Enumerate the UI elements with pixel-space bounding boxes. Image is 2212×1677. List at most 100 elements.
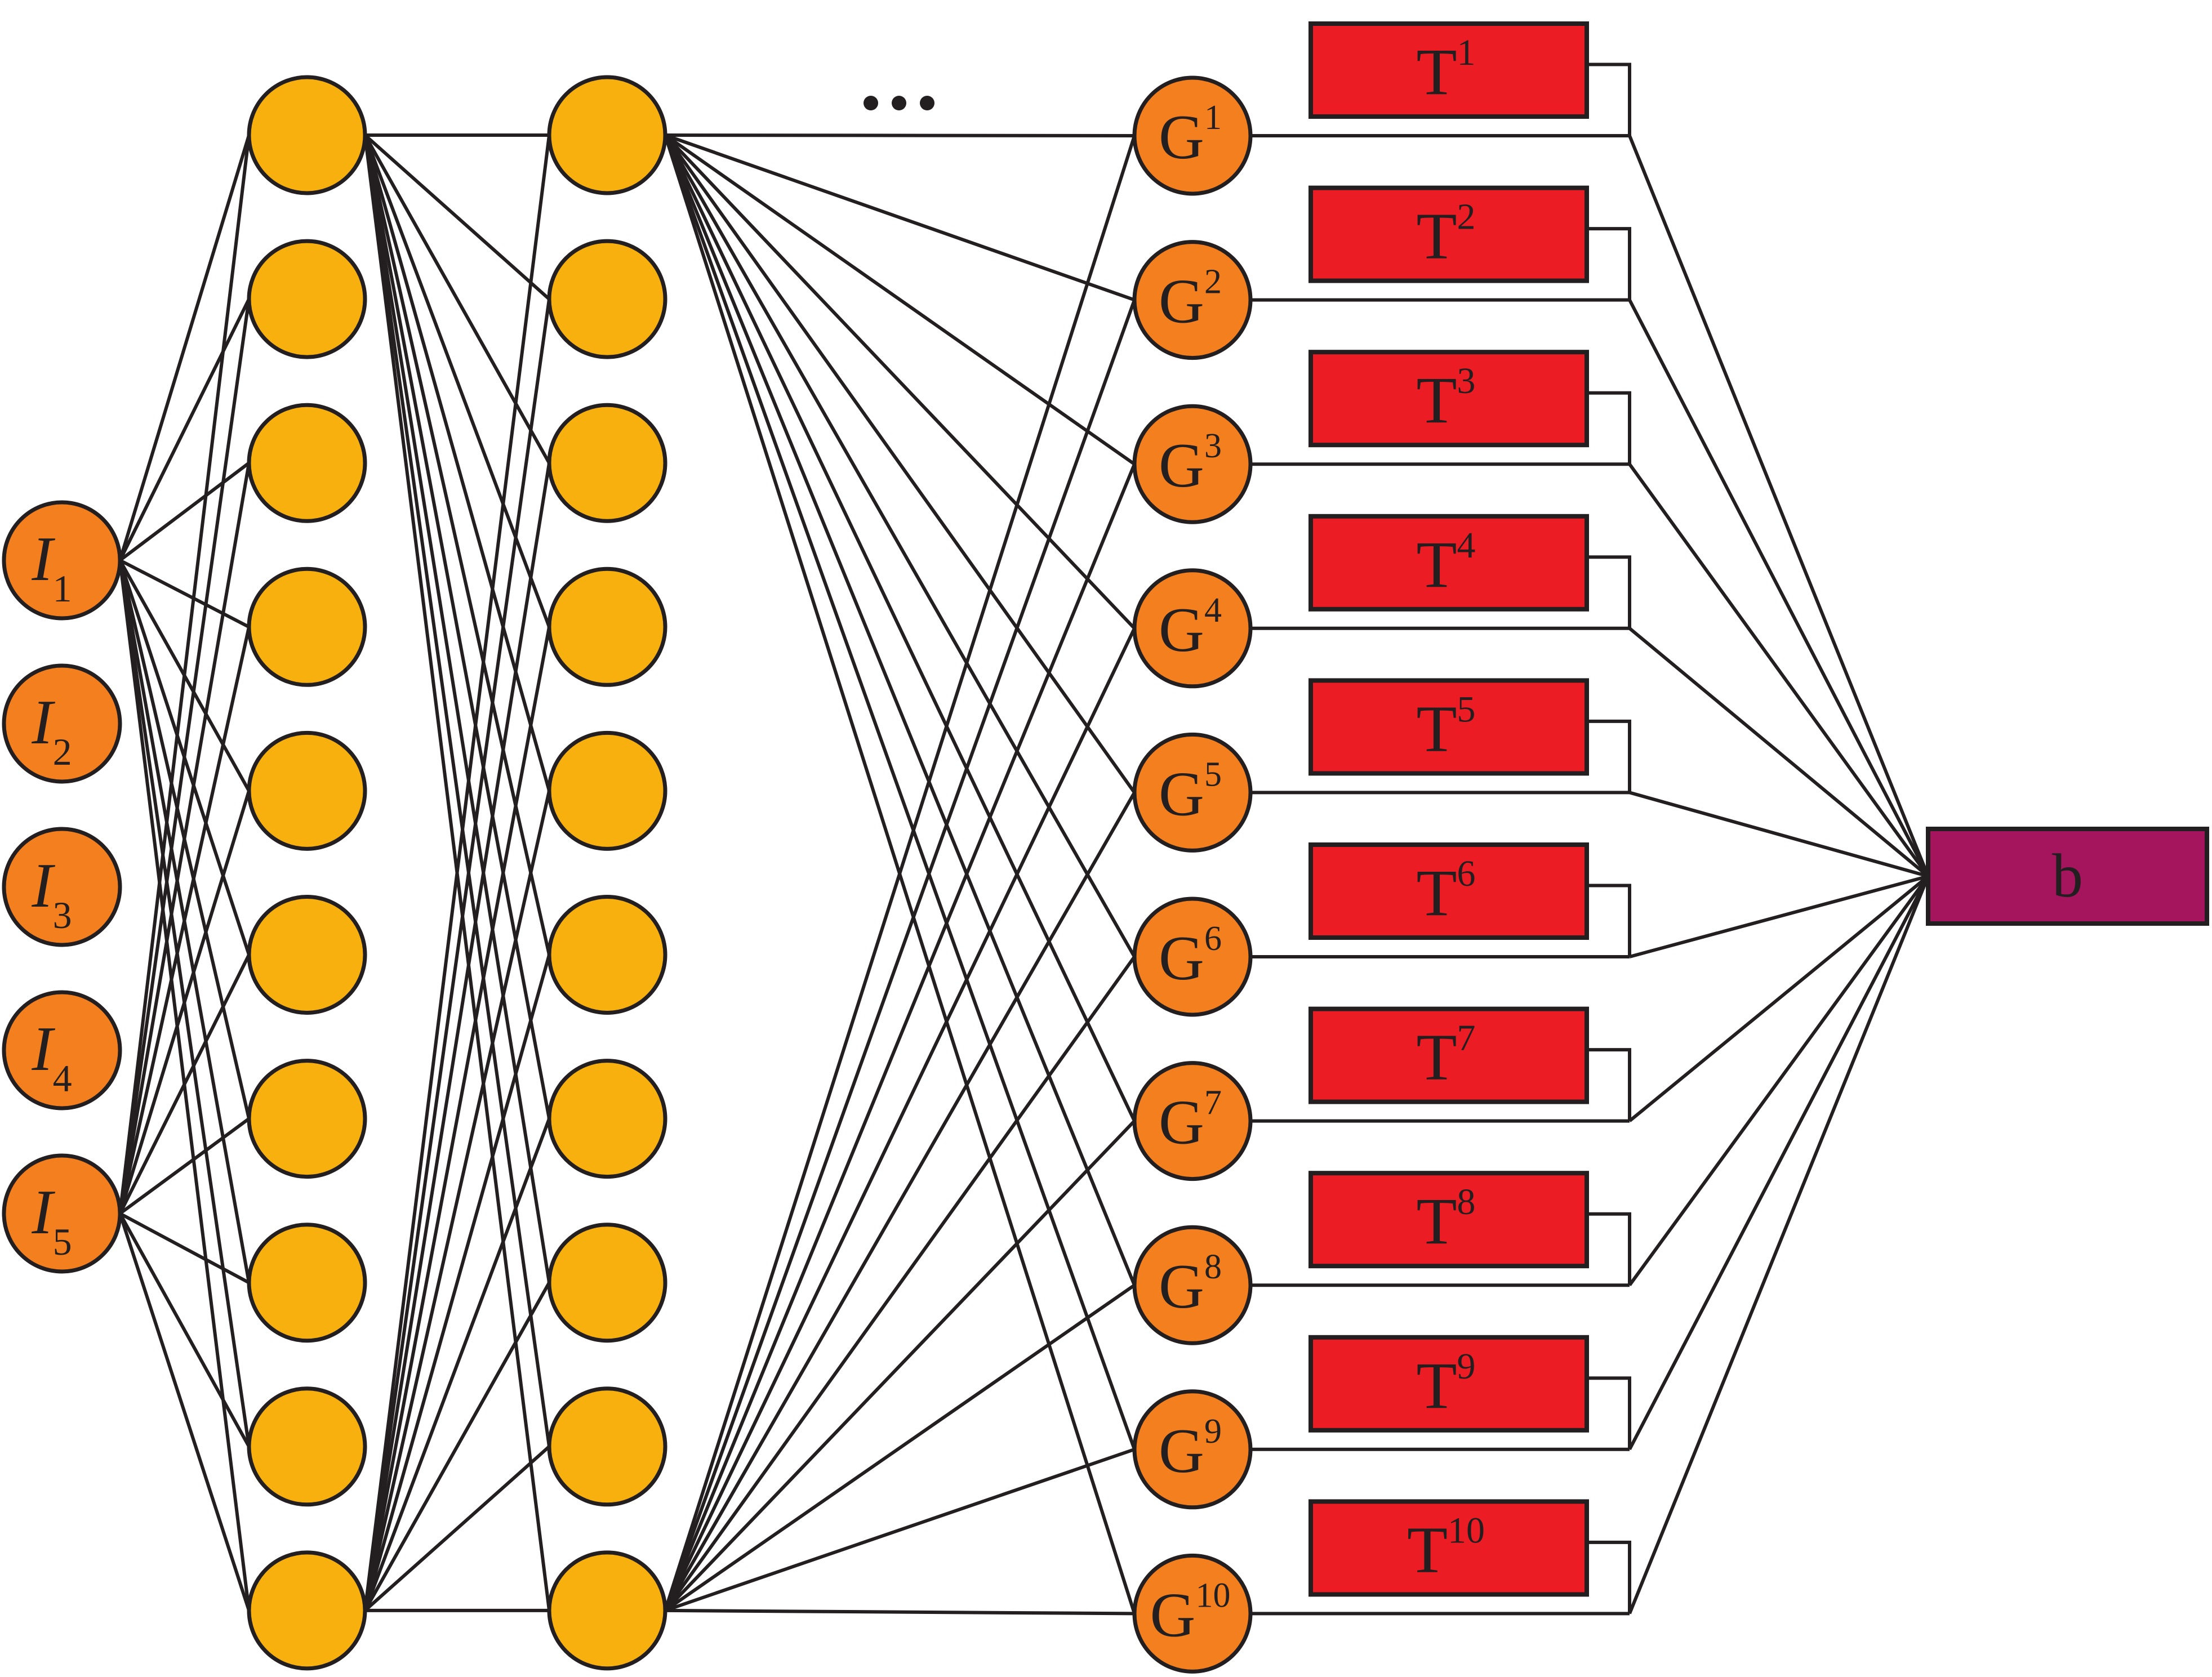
edge-hidden2-gate — [664, 134, 1136, 1122]
edge-hidden1-hidden2 — [363, 135, 551, 1611]
term-label: T5 — [1416, 689, 1475, 765]
hidden2-node-5 — [547, 730, 667, 851]
input-label: I5 — [31, 1178, 72, 1263]
term-label-base: T — [1416, 856, 1457, 930]
input-label-sub: 5 — [53, 1220, 72, 1263]
term-box-rect — [1308, 1335, 1589, 1433]
gate-node-7: G7 — [1132, 1061, 1253, 1181]
edge-junction-output — [1629, 875, 1929, 958]
gate-label-sup: 10 — [1195, 1576, 1230, 1614]
hidden2-node-1 — [547, 75, 667, 195]
edge-input-hidden1 — [118, 1213, 251, 1611]
edge-hidden1-hidden2 — [363, 1282, 551, 1612]
edge-term-junction — [1587, 63, 1631, 136]
edge-hidden2-gate — [664, 133, 1136, 466]
hidden1-node-6 — [247, 895, 367, 1015]
edge-hidden2-gate — [665, 1608, 1135, 1616]
edge-hidden1-hidden2 — [363, 462, 551, 1611]
edge-input-hidden1 — [118, 135, 251, 1214]
hidden2-node-2 — [547, 239, 667, 359]
term-label-sup: 6 — [1457, 853, 1476, 894]
input-label-base: I — [31, 1178, 55, 1247]
hidden2-node-10 — [547, 1550, 667, 1671]
edge-input-hidden1 — [118, 626, 251, 1214]
term-box-2: T2 — [1308, 185, 1589, 283]
edge-hidden2-gate — [664, 299, 1136, 1611]
gate-node-circle — [1132, 404, 1253, 524]
edge-hidden1-hidden2 — [363, 135, 551, 1447]
edge-hidden1-hidden2 — [363, 135, 551, 956]
term-box-rect — [1308, 185, 1589, 283]
term-box-8: T8 — [1308, 1171, 1589, 1269]
edge-junction-output — [1628, 135, 1930, 877]
edge-term-junction — [1587, 227, 1631, 300]
input-node-2: I2 — [2, 663, 122, 784]
edge-input-hidden1 — [118, 1212, 251, 1448]
edge-input-hidden1 — [119, 1212, 250, 1284]
gate-label-base: G — [1159, 102, 1204, 172]
edge-term-junction — [1587, 1048, 1631, 1121]
hidden2-node-7 — [547, 1059, 667, 1179]
term-box-rect — [1308, 678, 1589, 776]
gate-label-base: G — [1159, 1088, 1204, 1158]
term-label-base: T — [1416, 1020, 1457, 1094]
edge-hidden2-gate — [664, 956, 1136, 1612]
hidden1-node-10 — [247, 1550, 367, 1671]
term-label: T9 — [1416, 1346, 1475, 1422]
edge-hidden1-hidden2 — [364, 133, 550, 301]
gate-node-5: G5 — [1132, 732, 1253, 853]
gate-label-base: G — [1159, 267, 1204, 337]
hidden1-node-2 — [247, 239, 367, 359]
gate-node-circle — [1132, 1225, 1253, 1345]
input-node-circle — [2, 827, 122, 947]
term-label-base: T — [1416, 1184, 1457, 1258]
output-box-rect — [1926, 827, 2209, 926]
input-node-circle — [2, 1153, 122, 1274]
term-label-base: T — [1407, 1513, 1448, 1586]
term-label: T4 — [1416, 525, 1475, 601]
edge-junction-output — [1628, 875, 1929, 1122]
term-label-sup: 10 — [1448, 1510, 1485, 1551]
term-box-rect — [1308, 350, 1589, 448]
edge-junction-output — [1629, 791, 1929, 878]
edge-junction-output — [1628, 875, 1930, 1614]
edge-term-junction — [1587, 1540, 1631, 1614]
gate-node-circle — [1132, 1061, 1253, 1181]
edge-hidden2-gate — [664, 133, 1136, 630]
gate-label-sup: 9 — [1204, 1412, 1222, 1451]
hidden2-node-4 — [547, 567, 667, 687]
gate-label: G9 — [1159, 1412, 1222, 1486]
term-label-sup: 9 — [1457, 1346, 1476, 1387]
edge-junction-output — [1628, 875, 1930, 1286]
term-label: T7 — [1416, 1018, 1475, 1094]
gate-node-circle — [1132, 1389, 1253, 1510]
gate-label-sup: 1 — [1204, 99, 1222, 137]
term-box-7: T7 — [1308, 1006, 1589, 1104]
edge-hidden2-gate — [665, 1447, 1135, 1612]
term-connectors — [1250, 63, 1930, 1616]
term-box-rect — [1308, 1499, 1589, 1597]
gate-label: G1 — [1159, 99, 1222, 172]
edge-hidden2-gate — [664, 627, 1136, 1612]
hidden2-node-6 — [547, 895, 667, 1015]
edge-hidden1-hidden2 — [363, 626, 551, 1611]
gate-label-base: G — [1159, 595, 1204, 665]
input-node-circle — [2, 990, 122, 1110]
edge-hidden1-hidden2 — [363, 298, 551, 1611]
output-label: b — [2052, 841, 2083, 910]
term-label-base: T — [1416, 35, 1457, 109]
gate-label-sup: 7 — [1204, 1084, 1222, 1122]
gate-node-2: G2 — [1132, 240, 1253, 360]
gate-label-base: G — [1150, 1580, 1196, 1650]
hidden2-node-3 — [547, 403, 667, 523]
gate-node-9: G9 — [1132, 1389, 1253, 1510]
ellipsis-dot — [892, 96, 906, 110]
edge-junction-output — [1628, 299, 1930, 877]
term-label-base: T — [1416, 1349, 1457, 1422]
gate-node-4: G4 — [1132, 568, 1253, 689]
edge-input-hidden1 — [119, 1117, 250, 1215]
hidden1-node-8 — [247, 1223, 367, 1343]
input-node-1: I1 — [2, 500, 122, 621]
edge-term-junction — [1587, 1376, 1631, 1449]
term-label: T1 — [1416, 32, 1475, 109]
